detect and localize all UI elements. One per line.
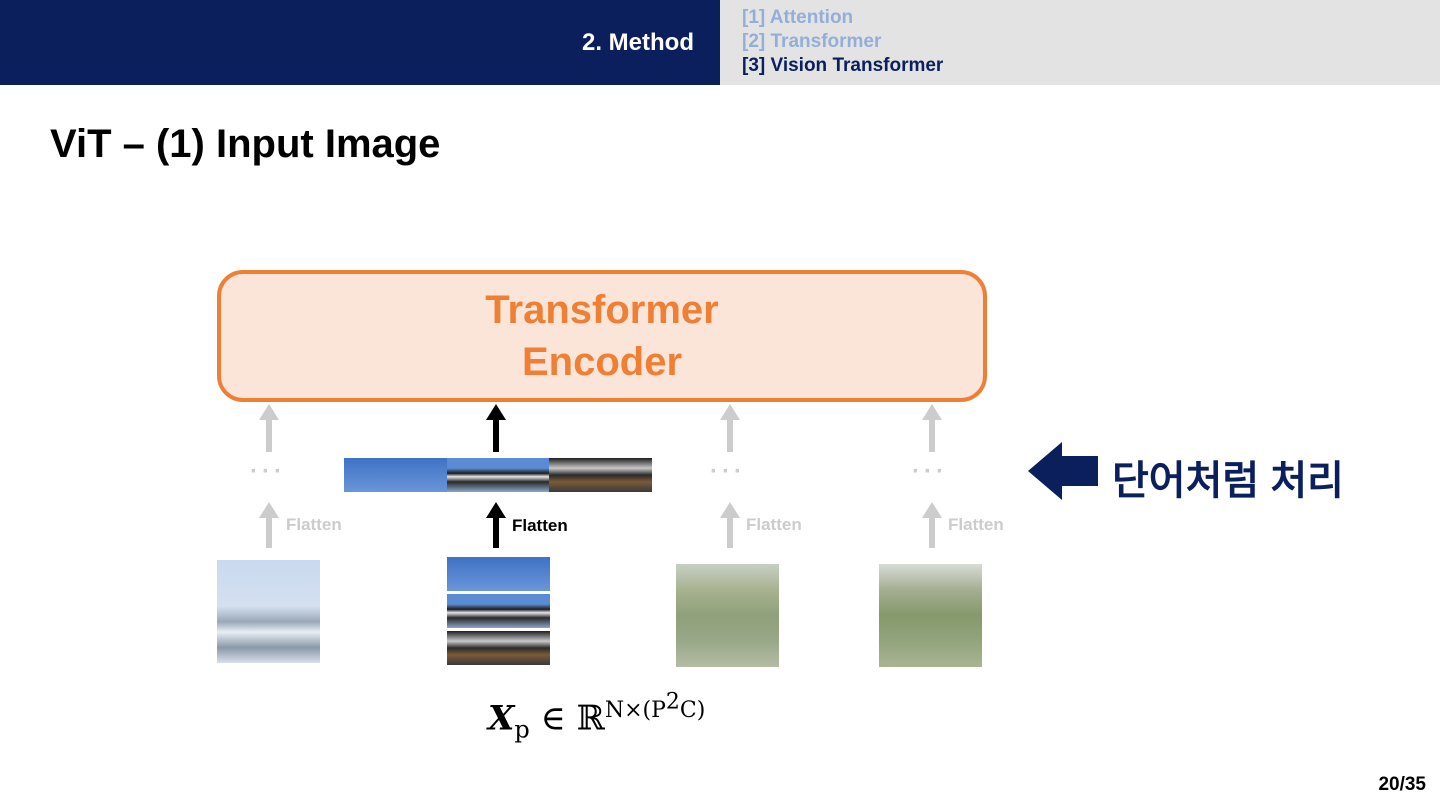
section-title: 2. Method <box>582 29 694 56</box>
nav-item-transformer[interactable]: [2] Transformer <box>742 31 882 52</box>
patch-piece-building <box>447 594 550 628</box>
up-arrow-icon <box>259 404 279 452</box>
up-arrow-icon <box>486 502 506 548</box>
up-arrow-icon <box>922 404 942 452</box>
flatten-label: Flatten <box>286 515 342 534</box>
patch-piece-sky <box>447 557 550 591</box>
callout-label: 단어처럼 처리 <box>1112 459 1344 503</box>
up-arrow-icon <box>486 404 506 452</box>
page-number: 20/35 <box>1378 774 1426 795</box>
formula-variable: X <box>488 698 515 739</box>
up-arrow-icon <box>720 404 740 452</box>
flatten-label: Flatten <box>948 515 1004 534</box>
image-patch-faded <box>879 564 982 667</box>
strip-sky-segment <box>344 458 447 492</box>
image-patch-split <box>447 557 550 668</box>
flatten-label: Flatten <box>746 515 802 534</box>
section-nav: [1] Attention [2] Transformer [3] Vision… <box>742 6 943 78</box>
formula-sup-right: C) <box>679 698 706 724</box>
strip-building-segment <box>446 458 550 492</box>
formula-sup-left: N×(P <box>604 698 666 724</box>
ellipsis-dots: ··· <box>710 458 746 485</box>
transformer-encoder-box: Transformer Encoder <box>217 270 987 402</box>
up-arrow-icon <box>922 502 942 548</box>
up-arrow-icon <box>259 502 279 548</box>
image-patch-faded <box>676 564 779 667</box>
header-nav-bar: [1] Attention [2] Transformer [3] Vision… <box>720 0 1440 85</box>
flatten-label: Flatten <box>512 516 568 535</box>
slide-title: ViT – (1) Input Image <box>50 122 441 166</box>
left-arrow-icon <box>1028 442 1098 500</box>
formula-set: ℝ <box>576 698 605 739</box>
flattened-patch-vector <box>344 458 653 492</box>
patch-formula: Xp ∈ ℝN×(P2C) <box>488 690 705 743</box>
formula-element-of: ∈ <box>540 698 566 739</box>
formula-sup-exp: 2 <box>665 690 680 715</box>
strip-building-segment <box>549 458 653 492</box>
nav-item-attention[interactable]: [1] Attention <box>742 7 854 28</box>
header-section-bar: 2. Method <box>0 0 720 85</box>
up-arrow-icon <box>720 502 740 548</box>
encoder-label-line2: Encoder <box>521 340 683 384</box>
ellipsis-dots: ··· <box>250 458 286 485</box>
nav-item-vision-transformer[interactable]: [3] Vision Transformer <box>742 55 944 76</box>
ellipsis-dots: ··· <box>912 458 948 485</box>
patch-piece-building <box>447 631 550 665</box>
formula-subscript: p <box>514 715 530 744</box>
image-patch-faded <box>217 560 320 663</box>
encoder-label-line1: Transformer <box>485 288 719 332</box>
